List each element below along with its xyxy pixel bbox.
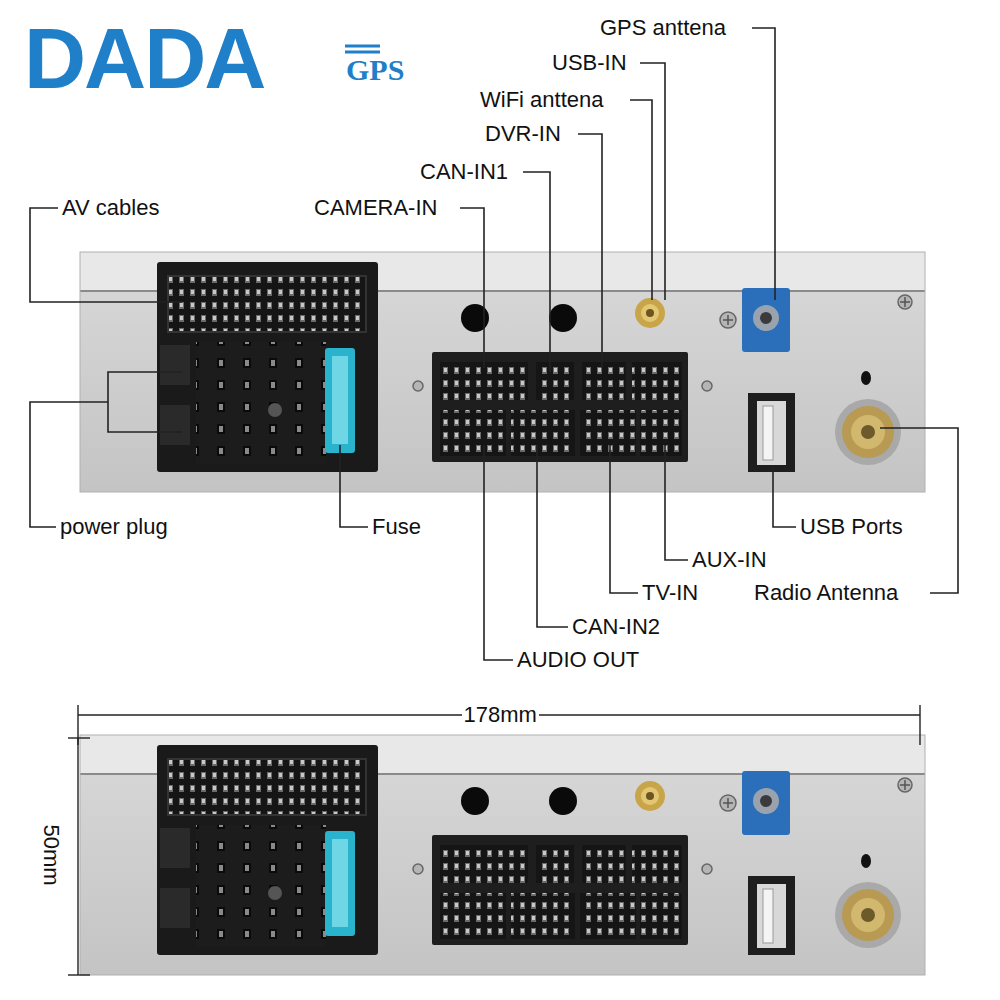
part-label: power plug	[58, 516, 170, 538]
head-unit-rear	[80, 252, 925, 492]
part-label: CAN-IN2	[570, 616, 662, 638]
part-label: GPS anttena	[598, 17, 728, 39]
part-label: CAMERA-IN	[312, 197, 439, 219]
brand-logo: GPS	[344, 55, 406, 85]
part-label: TV-IN	[640, 582, 700, 604]
dimension-line	[68, 705, 920, 975]
leader-line	[30, 28, 958, 660]
part-label: AUDIO OUT	[515, 649, 641, 671]
logo-bars	[345, 46, 380, 52]
dimension-label: 50mm	[39, 822, 61, 887]
dimension-label: 178mm	[462, 704, 539, 726]
part-label: Fuse	[370, 516, 423, 538]
head-unit-rear	[80, 735, 925, 975]
part-label: Radio Antenna	[752, 582, 900, 604]
part-label: WiFi anttena	[478, 89, 606, 111]
part-label: AV cables	[60, 197, 161, 219]
part-label: USB Ports	[798, 516, 905, 538]
part-label: CAN-IN1	[418, 161, 510, 183]
part-label: DVR-IN	[483, 123, 563, 145]
brand-logo: DADA	[22, 15, 266, 101]
part-label: USB-IN	[550, 52, 629, 74]
part-label: AUX-IN	[690, 549, 769, 571]
